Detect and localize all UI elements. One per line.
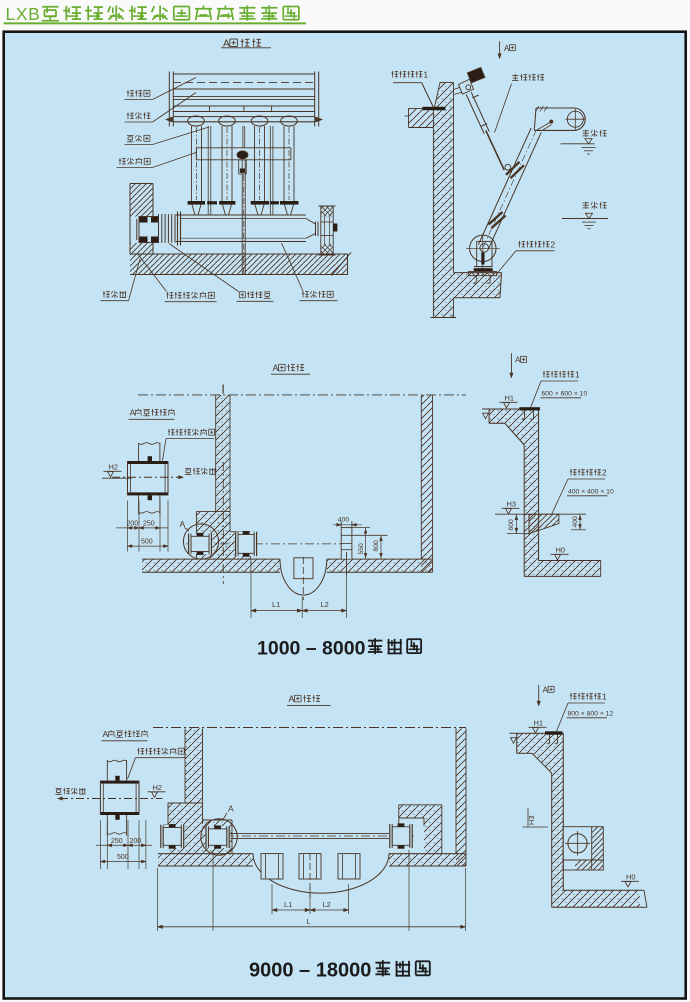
svg-text:9000 – 18000: 9000 – 18000 [249, 960, 371, 982]
svg-text:A: A [515, 356, 521, 365]
svg-text:LXB: LXB [6, 4, 41, 24]
svg-text:H3: H3 [507, 500, 517, 509]
svg-text:L: L [307, 917, 311, 926]
svg-text:400: 400 [338, 517, 350, 524]
svg-text:L2: L2 [321, 600, 329, 609]
svg-text:500: 500 [141, 539, 153, 546]
svg-text:500: 500 [117, 854, 129, 861]
svg-text:1: 1 [575, 369, 580, 379]
svg-text:H1: H1 [505, 394, 515, 403]
svg-text:A: A [223, 39, 230, 50]
svg-text:200: 200 [127, 521, 139, 528]
svg-text:400 × 400 × 10: 400 × 400 × 10 [568, 489, 614, 496]
svg-text:A: A [180, 519, 186, 529]
svg-text:H2: H2 [153, 783, 163, 792]
svg-text:H3: H3 [527, 815, 536, 825]
svg-text:800 × 800 × 12: 800 × 800 × 12 [568, 711, 614, 718]
svg-text:H2: H2 [109, 463, 119, 472]
svg-text:H0: H0 [626, 873, 636, 882]
svg-text:H0: H0 [556, 546, 566, 555]
svg-text:250: 250 [111, 838, 123, 845]
svg-text:2: 2 [602, 467, 607, 477]
svg-text:A: A [228, 804, 234, 814]
svg-text:600 × 600 × 10: 600 × 600 × 10 [542, 391, 588, 398]
svg-text:1: 1 [423, 69, 428, 79]
svg-text:L2: L2 [323, 900, 331, 909]
svg-text:400: 400 [572, 516, 579, 528]
svg-text:A: A [289, 694, 295, 704]
svg-text:550: 550 [358, 543, 365, 555]
svg-text:A: A [130, 408, 136, 418]
svg-text:800: 800 [373, 540, 380, 552]
svg-text:A: A [504, 44, 510, 53]
svg-text:1: 1 [602, 691, 607, 701]
svg-text:A: A [543, 686, 549, 695]
svg-text:1000 – 8000: 1000 – 8000 [257, 638, 366, 660]
svg-text:2: 2 [550, 239, 555, 249]
svg-text:L1: L1 [284, 900, 292, 909]
svg-text:A: A [103, 729, 109, 739]
svg-text:L1: L1 [272, 600, 280, 609]
svg-text:600: 600 [508, 519, 515, 531]
svg-text:H1: H1 [534, 719, 544, 728]
svg-text:A: A [273, 363, 279, 373]
svg-text:200: 200 [130, 838, 142, 845]
svg-text:250: 250 [143, 521, 155, 528]
